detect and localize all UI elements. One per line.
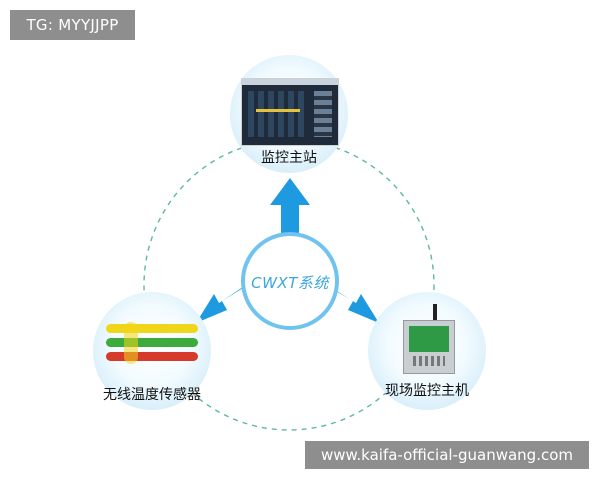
node-label-top: 监控主站 (261, 150, 317, 166)
arrows (196, 178, 379, 323)
node-label-left: 无线温度传感器 (103, 387, 201, 403)
center-system-circle: CWXT系统 (241, 232, 339, 330)
arrow-up (270, 178, 310, 234)
node-monitoring-station: 监控主站 (230, 55, 348, 173)
tg-badge: TG: MYYJJPP (10, 10, 135, 40)
controller-device-image (403, 304, 455, 374)
node-field-controller: 现场监控主机 (368, 292, 486, 410)
arrow-right (327, 286, 379, 323)
watermark-url: www.kaifa-official-guanwang.com (305, 441, 589, 469)
node-wireless-sensor: 无线温度传感器 (93, 292, 211, 410)
node-label-right: 现场监控主机 (385, 383, 469, 399)
sensor-cables-image (106, 322, 198, 374)
arrow-left (196, 285, 248, 323)
center-label: CWXT系统 (251, 274, 329, 292)
monitor-screenshot-image (241, 78, 339, 146)
